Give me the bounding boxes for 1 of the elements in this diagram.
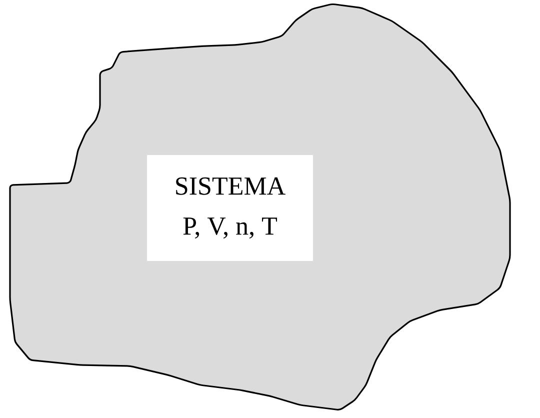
system-region: SISTEMA P, V, n, T [9, 4, 511, 410]
